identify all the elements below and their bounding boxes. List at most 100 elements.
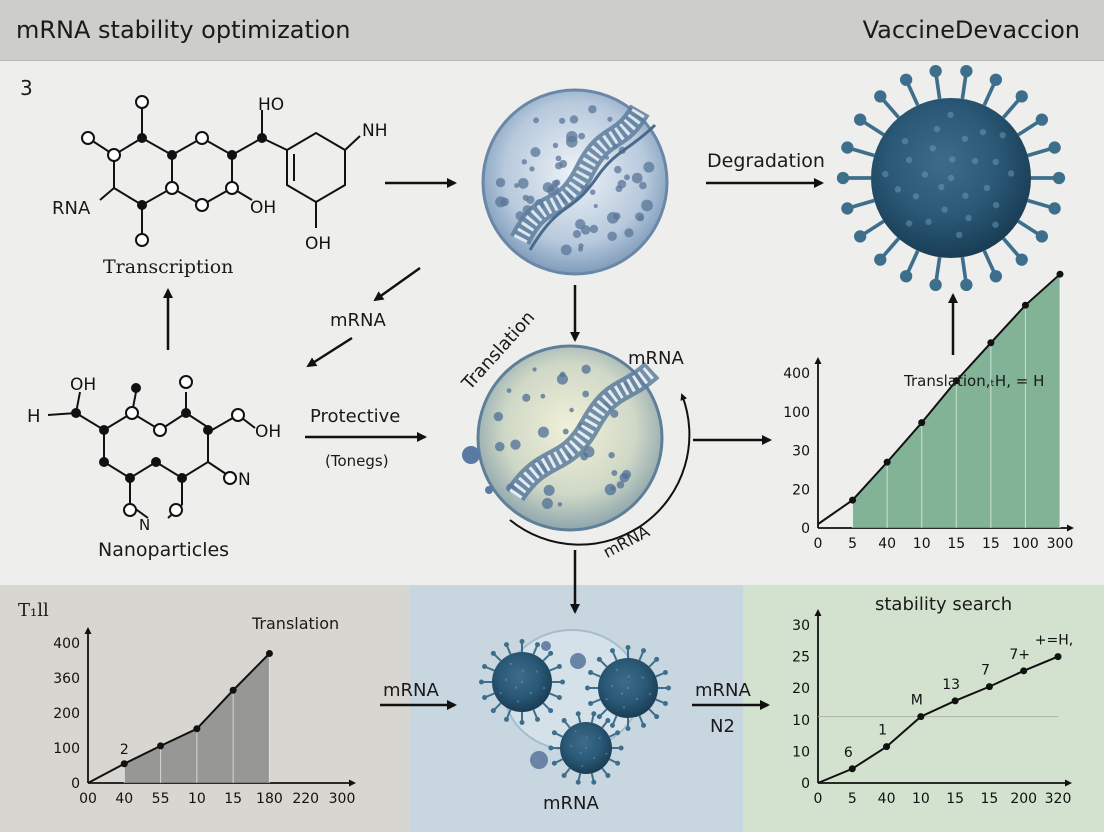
data-point bbox=[1020, 667, 1028, 675]
virus-texture bbox=[947, 174, 955, 182]
virus-texture bbox=[882, 170, 889, 178]
virus-spike-tip bbox=[853, 230, 867, 243]
vesicle-dot bbox=[638, 215, 644, 222]
panel-left bbox=[0, 585, 410, 832]
virus-spike-tip bbox=[929, 278, 942, 292]
vesicle-dot bbox=[559, 117, 566, 124]
x-tick-label: 15 bbox=[224, 791, 242, 807]
vesicle-dot bbox=[551, 180, 559, 187]
chart2-annotation: Translation bbox=[252, 614, 340, 633]
molecule-top bbox=[87, 108, 361, 236]
vesicle-dot bbox=[552, 142, 559, 149]
virus-spike-tip bbox=[1035, 230, 1049, 243]
virus-texture bbox=[912, 193, 920, 200]
virus-spike-tip bbox=[1052, 171, 1066, 185]
virus-spike-tip bbox=[560, 679, 565, 685]
virus-texture bbox=[925, 218, 932, 226]
virus-spike-tip bbox=[662, 670, 668, 676]
virus-spike-tip bbox=[960, 64, 973, 78]
virus-spike-tip bbox=[534, 716, 540, 722]
panel-right bbox=[743, 585, 1104, 832]
y-tick-label: 20 bbox=[792, 482, 810, 498]
virus-spike-tip bbox=[551, 730, 557, 736]
virus-texture bbox=[585, 736, 588, 739]
virus-spike-tip bbox=[548, 745, 554, 751]
mrna-bottom-left-label: mRNA bbox=[383, 680, 439, 701]
x-tick-label: 200 bbox=[1010, 791, 1037, 807]
vesicle-dot bbox=[613, 212, 621, 220]
vesicle-dot bbox=[624, 174, 630, 181]
virus-texture bbox=[921, 171, 929, 178]
virus-spike-tip bbox=[575, 779, 581, 785]
virus-texture bbox=[620, 692, 624, 695]
atom-circle bbox=[165, 181, 179, 195]
virus-texture bbox=[992, 221, 999, 228]
vesicle-dot bbox=[588, 105, 597, 114]
atom-circle bbox=[223, 471, 237, 485]
y-tick-label: 400 bbox=[783, 366, 810, 382]
data-label: M bbox=[911, 693, 923, 709]
virus-texture bbox=[514, 686, 518, 689]
x-tick-label: 5 bbox=[848, 791, 857, 807]
atom-circle bbox=[195, 198, 209, 212]
virus-texture bbox=[570, 744, 573, 748]
y-tick-label: 10 bbox=[792, 744, 810, 760]
x-tick-label: 320 bbox=[1045, 791, 1072, 807]
virus-spike-tip bbox=[490, 650, 496, 656]
virus-spike-tip bbox=[960, 278, 973, 292]
virus-spike-tip bbox=[841, 202, 854, 215]
virus-texture bbox=[947, 111, 954, 119]
virus-spike-tip bbox=[561, 772, 567, 778]
virus-spike-tip bbox=[853, 113, 867, 126]
virus-texture bbox=[955, 231, 963, 239]
virus-spike-tip bbox=[899, 73, 913, 86]
virus-spike-tip bbox=[588, 700, 594, 706]
virus-spike-tip bbox=[625, 726, 631, 731]
atom-label: OH bbox=[70, 375, 96, 395]
vesicle-dot bbox=[532, 367, 537, 372]
vesicle-dot bbox=[495, 196, 507, 208]
x-tick-label: 40 bbox=[115, 791, 133, 807]
y-tick-label: 200 bbox=[53, 706, 80, 722]
arrows bbox=[163, 178, 958, 710]
atom-dot bbox=[151, 457, 161, 467]
virus-spike-tip bbox=[929, 64, 942, 78]
atom-dot bbox=[131, 383, 141, 393]
atom-dot bbox=[177, 473, 187, 483]
data-point bbox=[1056, 270, 1064, 278]
data-label: 7+ bbox=[1009, 647, 1030, 663]
virus-texture bbox=[610, 684, 614, 688]
vesicle-dot bbox=[569, 407, 574, 413]
virus-spike-tip bbox=[556, 664, 562, 670]
virus-texture bbox=[529, 691, 533, 695]
vesicle-dot bbox=[495, 177, 506, 188]
x-tick-label: 300 bbox=[329, 791, 356, 807]
vesicle-dot bbox=[589, 189, 596, 195]
mrna-top-label: mRNA bbox=[628, 348, 684, 369]
vesicle-dot bbox=[581, 364, 591, 374]
vesicle-dot bbox=[575, 219, 586, 230]
atom-dot bbox=[71, 408, 81, 418]
y-tick-label: 0 bbox=[71, 776, 80, 792]
vesicle-dot bbox=[610, 486, 615, 491]
virus-spike-tip bbox=[605, 772, 611, 778]
data-point bbox=[985, 683, 993, 691]
atom-label: OH bbox=[305, 234, 331, 254]
data-point bbox=[1021, 301, 1029, 309]
vesicle-dot bbox=[495, 441, 505, 452]
vesicle-dot bbox=[517, 178, 529, 189]
virus-texture bbox=[901, 137, 909, 145]
virus-spike-tip bbox=[482, 664, 488, 670]
vesicle-dot bbox=[540, 393, 546, 399]
chart2-title: T₁ll bbox=[18, 600, 49, 621]
virus-spike-tip bbox=[1015, 90, 1028, 103]
vesicle-dot bbox=[555, 155, 562, 162]
atom-dot bbox=[99, 425, 109, 435]
data-label: +=H, bbox=[1035, 633, 1073, 649]
x-tick-label: 40 bbox=[878, 536, 896, 552]
atom-dot bbox=[137, 200, 147, 210]
